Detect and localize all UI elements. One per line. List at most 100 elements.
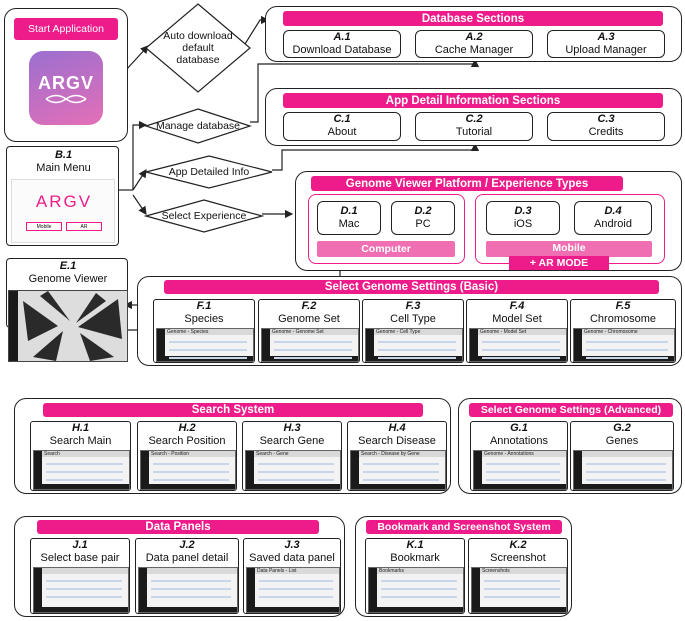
card-id: F.3 [405, 300, 421, 312]
mac-card[interactable]: D.1 Mac [317, 201, 381, 235]
select-experience-decision: Select Experience [144, 199, 264, 233]
tutorial-card[interactable]: C.2 Tutorial [415, 112, 533, 141]
start-application-panel: Start Application ARGV [4, 8, 128, 142]
argv-app-icon[interactable]: ARGV [29, 51, 103, 125]
screenshot-title: Data Panels - List [257, 568, 297, 574]
database-sections-panel: Database Sections A.1 Download Database … [265, 6, 682, 62]
android-card[interactable]: D.4 Android [574, 201, 652, 235]
screenshot-title: Genome - Annotations [484, 451, 534, 457]
screenshot-title: Search [44, 451, 60, 457]
computer-group: D.1 Mac D.2 PC Computer [308, 194, 465, 264]
cache-manager-card[interactable]: A.2 Cache Manager [415, 30, 533, 58]
screenshot-title: Search - Disease by Gene [361, 451, 420, 457]
about-card[interactable]: C.1 About [283, 112, 401, 141]
dna-icon [45, 94, 87, 103]
card-screenshot: Search [33, 450, 130, 490]
card-name: Search Position [148, 435, 226, 447]
card-screenshot [33, 567, 129, 613]
select-experience-text: Select Experience [161, 210, 247, 222]
card-name: Chromosome [589, 313, 657, 325]
card-id: H.1 [71, 422, 90, 434]
card-id: J.3 [284, 539, 300, 551]
app-info-decision: App Detailed Info [144, 155, 274, 189]
card-screenshot: Search - Position [140, 450, 236, 490]
main-menu-screenshot: ARGV Mobile AR [11, 179, 115, 243]
pc-card[interactable]: D.2 PC [391, 201, 455, 235]
auto-download-decision: Auto download default database [144, 2, 252, 94]
card-id: H.4 [388, 422, 406, 434]
card-screenshot: Search - Disease by Gene [350, 450, 446, 490]
screenshot-title: Bookmarks [379, 568, 405, 574]
card-name: Search Disease [358, 435, 436, 447]
ar-mode-badge: + AR MODE [509, 256, 609, 270]
genome-viewer-screenshot [8, 290, 128, 362]
card-name: Search Main [49, 435, 112, 447]
card-name: Annotations [489, 435, 549, 447]
mobile-option[interactable]: Mobile [26, 222, 62, 231]
card-name: Search Gene [259, 435, 325, 447]
card-screenshot: Genome - Annotations [473, 450, 567, 490]
start-application-button[interactable]: Start Application [14, 18, 118, 40]
card-id: A.2 [465, 31, 483, 43]
manage-database-text: Manage database [155, 120, 241, 132]
card-id: K.2 [509, 539, 527, 551]
card-screenshot: Genome - Chromosome [573, 328, 675, 362]
ios-card[interactable]: D.3 iOS [486, 201, 560, 235]
card-id: F.5 [615, 300, 631, 312]
card-screenshot [573, 450, 673, 490]
card-name: Credits [588, 126, 624, 138]
credits-card[interactable]: C.3 Credits [547, 112, 665, 141]
card-name: iOS [513, 218, 533, 230]
main-menu-name: Main Menu [36, 162, 91, 174]
card-id: J.2 [179, 539, 195, 551]
card-id: A.3 [597, 31, 615, 43]
card-id: F.4 [509, 300, 525, 312]
mobile-label: Mobile [486, 241, 652, 257]
upload-manager-card[interactable]: A.3 Upload Manager [547, 30, 665, 58]
argv-logo-text: ARGV [37, 72, 94, 93]
card-name: Saved data panel [249, 552, 335, 564]
card-name: Tutorial [455, 126, 493, 138]
mobile-group: D.3 iOS D.4 Android Mobile [475, 194, 665, 264]
screenshot-title: Genome - Cell Type [376, 329, 421, 335]
card-id: J.1 [72, 539, 88, 551]
card-name: Upload Manager [565, 44, 647, 56]
card-name: Data panel detail [145, 552, 229, 564]
card-id: K.1 [406, 539, 424, 551]
app-detail-header: App Detail Information Sections [283, 93, 663, 108]
auto-download-text: Auto download default database [163, 30, 233, 66]
screenshot-title: Genome - Species [167, 329, 209, 335]
download-database-card[interactable]: A.1 Download Database [283, 30, 401, 58]
screenshot-title: Genome - Model Set [480, 329, 527, 335]
card-name: Android [594, 218, 632, 230]
screenshot-title: Screenshots [482, 568, 510, 574]
ar-option[interactable]: AR [66, 222, 102, 231]
card-name: About [327, 126, 357, 138]
app-detail-panel: App Detail Information Sections C.1 Abou… [265, 88, 682, 146]
card-screenshot: Genome - Species [156, 328, 254, 362]
card-id: C.3 [597, 113, 615, 125]
platform-header: Genome Viewer Platform / Experience Type… [311, 176, 623, 191]
bookmark-header: Bookmark and Screenshot System [366, 520, 562, 534]
advanced-settings-header: Select Genome Settings (Advanced) [469, 403, 673, 417]
computer-label: Computer [317, 241, 455, 257]
screenshot-title: Genome - Genome Set [272, 329, 324, 335]
card-name: Genome Set [278, 313, 340, 325]
card-name: Genes [605, 435, 639, 447]
